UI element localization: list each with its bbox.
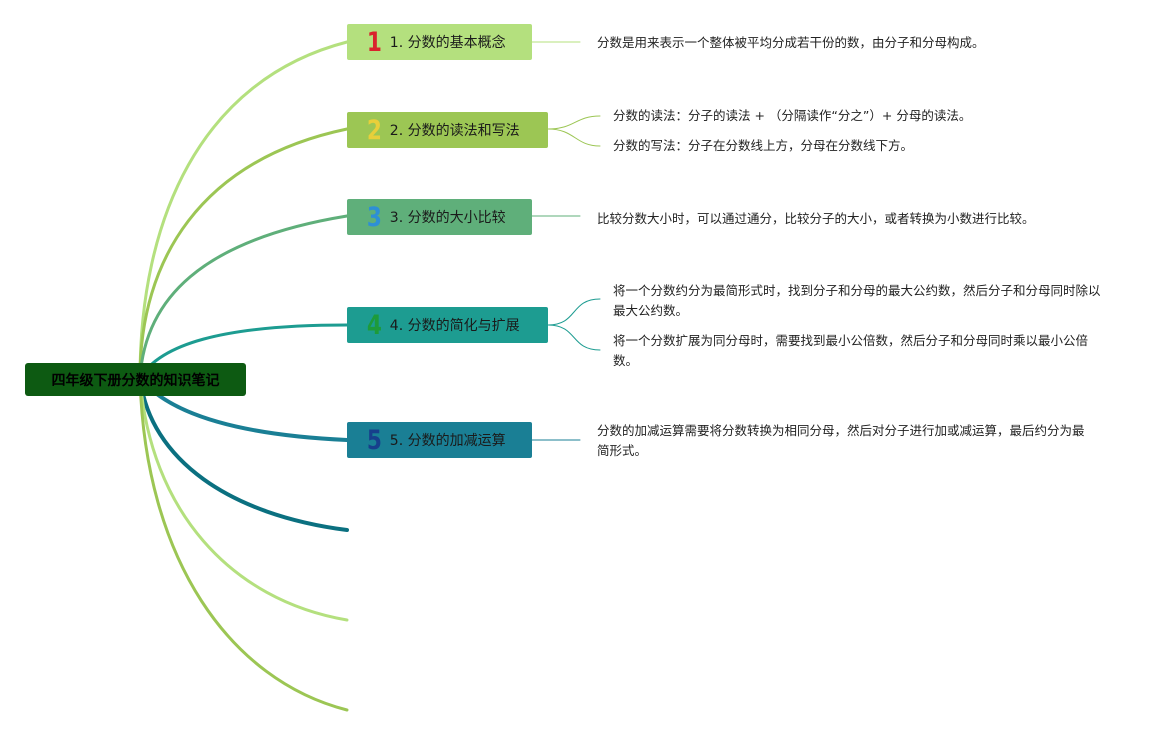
topic-compare[interactable]: 3 3. 分数的大小比较: [347, 199, 532, 235]
topic-label: 4. 分数的简化与扩展: [389, 318, 520, 334]
topic-simplify-expand[interactable]: 4 4. 分数的简化与扩展: [347, 307, 548, 343]
branch-line-2: [138, 127, 349, 380]
number-1-icon: 1: [366, 26, 382, 58]
topic-add-subtract[interactable]: 5 5. 分数的加减运算: [347, 422, 532, 458]
note-compare: 比较分数大小时，可以通过通分，比较分子的大小，或者转换为小数进行比较。: [597, 211, 1035, 226]
note-connector-4a: [547, 298, 601, 326]
number-5-icon: 5: [366, 424, 382, 456]
note-connector-4b: [547, 324, 601, 351]
note-connector-2a: [547, 115, 601, 130]
topic-label: 2. 分数的读法和写法: [389, 123, 520, 139]
topic-label: 1. 分数的基本概念: [389, 35, 506, 51]
topic-read-write[interactable]: 2 2. 分数的读法和写法: [347, 112, 548, 148]
note-add-subtract: 分数的加减运算需要将分数转换为相同分母，然后对分子进行加或减运算，最后约分为最简…: [597, 423, 1085, 458]
topic-label: 3. 分数的大小比较: [389, 210, 506, 226]
branch-line-8: [138, 376, 349, 712]
topic-basic-concept[interactable]: 1 1. 分数的基本概念: [347, 24, 532, 60]
number-2-icon: 2: [366, 114, 382, 146]
topic-label: 5. 分数的加减运算: [389, 433, 506, 449]
note-reading: 分数的读法：分子的读法 + （分隔读作“分之”）+ 分母的读法。: [613, 108, 972, 123]
number-3-icon: 3: [366, 201, 382, 233]
note-simplify: 将一个分数约分为最简形式时，找到分子和分母的最大公约数，然后分子和分母同时除以最…: [613, 283, 1101, 318]
branch-line-1: [138, 40, 349, 380]
root-title: 四年级下册分数的知识笔记: [51, 372, 220, 389]
note-writing: 分数的写法：分子在分数线上方，分母在分数线下方。: [613, 138, 914, 153]
number-4-icon: 4: [366, 309, 382, 341]
note-basic-concept: 分数是用来表示一个整体被平均分成若干份的数，由分子和分母构成。: [597, 35, 985, 50]
note-connector-2b: [547, 128, 601, 147]
note-expand: 将一个分数扩展为同分母时，需要找到最小公倍数，然后分子和分母同时乘以最小公倍数。: [613, 333, 1089, 368]
branch-line-7: [138, 376, 349, 622]
branch-line-6: [138, 376, 349, 532]
root-topic[interactable]: 四年级下册分数的知识笔记: [25, 363, 246, 396]
branch-line-3: [138, 214, 349, 380]
